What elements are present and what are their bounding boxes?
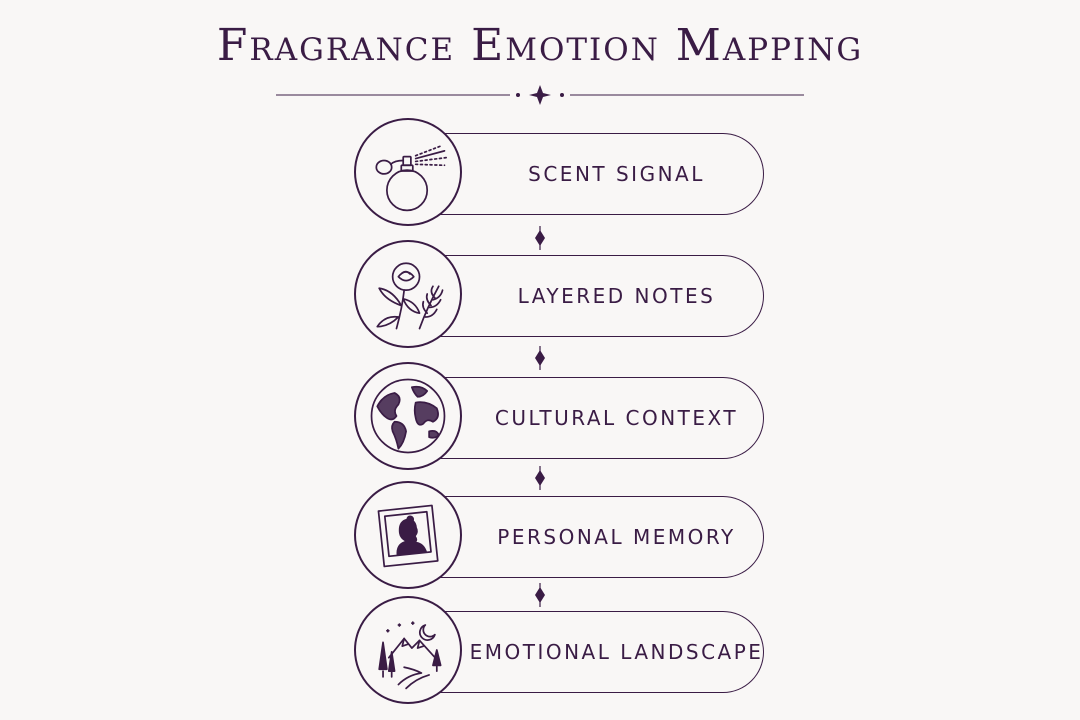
step-pill: SCENT SIGNAL — [406, 133, 764, 215]
step-pill: EMOTIONAL LANDSCAPE — [406, 611, 764, 693]
step-emotional-landscape: EMOTIONAL LANDSCAPE — [354, 596, 766, 710]
step-icon-circle — [354, 118, 462, 226]
perfume-bottle-icon — [375, 145, 448, 212]
step-layered-notes: LAYERED NOTES — [354, 240, 766, 354]
step-pill: CULTURAL CONTEXT — [406, 377, 764, 459]
page-title: Fragrance Emotion Mapping — [216, 20, 864, 71]
mountain-landscape-icon — [378, 621, 442, 690]
step-pill: PERSONAL MEMORY — [406, 496, 764, 578]
connector-diamond — [535, 346, 545, 370]
step-icon-circle — [354, 240, 462, 348]
step-cultural-context: CULTURAL CONTEXT — [354, 362, 766, 476]
step-label: LAYERED NOTES — [517, 284, 716, 308]
step-label: CULTURAL CONTEXT — [494, 406, 739, 430]
step-personal-memory: PERSONAL MEMORY — [354, 481, 766, 595]
portrait-photo-icon — [377, 504, 439, 568]
step-scent-signal: SCENT SIGNAL — [354, 118, 766, 232]
step-label: SCENT SIGNAL — [528, 162, 705, 186]
step-label: PERSONAL MEMORY — [497, 525, 736, 549]
step-icon-circle — [354, 596, 462, 704]
step-icon-circle — [354, 481, 462, 589]
step-icon-circle — [354, 362, 462, 470]
step-pill: LAYERED NOTES — [406, 255, 764, 337]
step-label: EMOTIONAL LANDSCAPE — [469, 640, 764, 664]
connector-diamond — [535, 226, 545, 250]
connector-diamond — [535, 466, 545, 490]
title-divider-ornament — [276, 85, 804, 105]
rose-sprig-icon — [376, 262, 444, 330]
connector-diamond — [535, 583, 545, 607]
globe-icon — [370, 378, 446, 454]
